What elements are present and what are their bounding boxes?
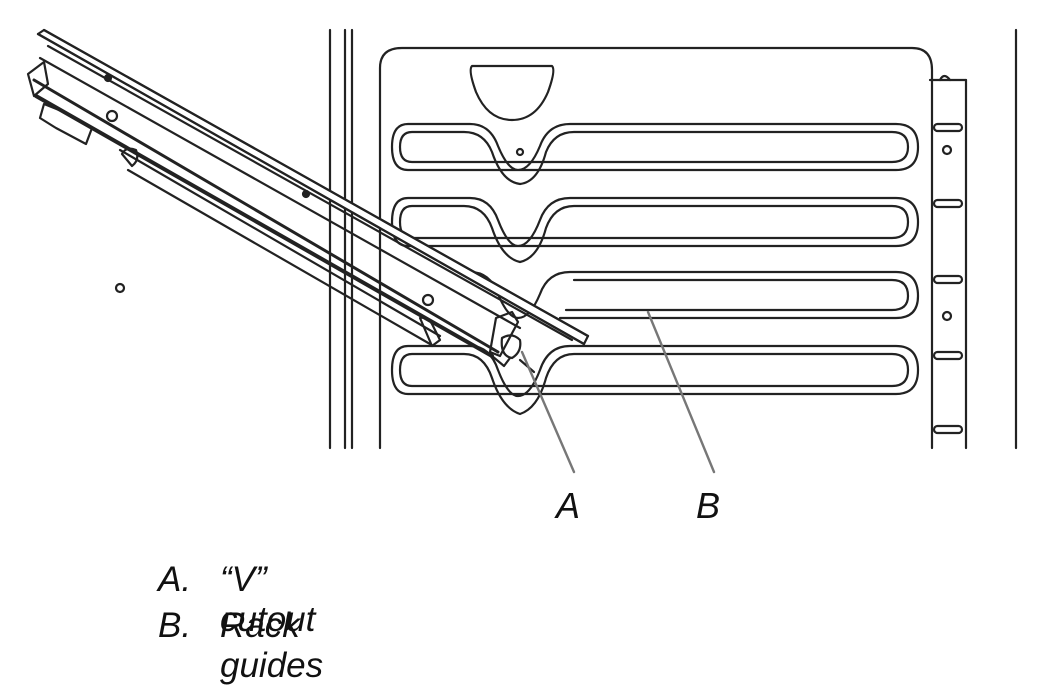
rack-guide-1 [390, 122, 920, 186]
callout-b-leader [646, 310, 716, 474]
mounting-strip [928, 74, 968, 450]
oven-rack [26, 28, 590, 374]
rack-guide-2 [390, 196, 920, 264]
legend-text: “V” cutout [220, 560, 316, 639]
oven-wall-frame [328, 28, 1018, 450]
legend-letter: B. [158, 606, 192, 645]
legend-text: Rack guides [220, 606, 324, 685]
oven-rack-diagram: A B [26, 28, 1018, 526]
callout-b-label: B [696, 485, 720, 526]
callout-a-label: A [554, 485, 580, 526]
rack-guide-4 [390, 344, 920, 416]
top-notch [469, 64, 555, 122]
rivet [114, 282, 126, 294]
rack-guide-panel [378, 46, 934, 450]
legend-letter: A. [158, 560, 192, 599]
callout-a-leader [520, 350, 576, 474]
